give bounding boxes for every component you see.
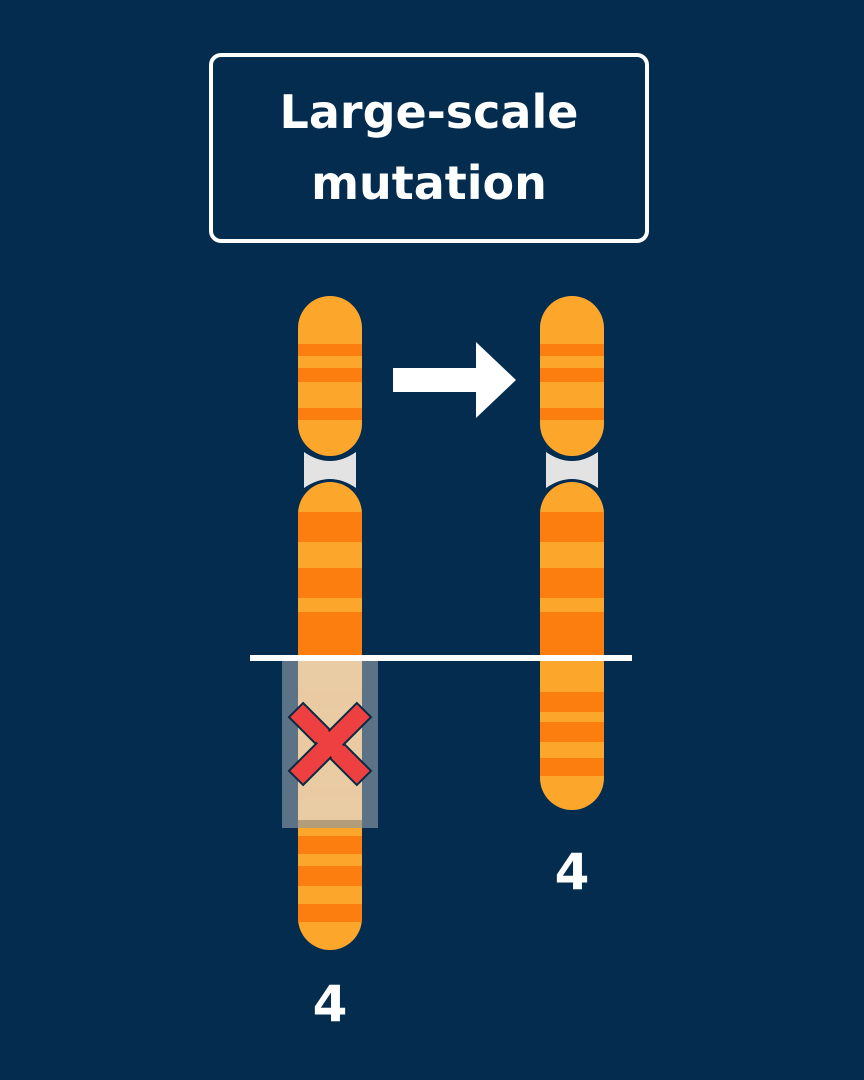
band [298,344,362,356]
band [298,408,362,420]
title-line-2: mutation [311,156,547,210]
band [540,368,604,382]
band [540,758,604,776]
band [298,368,362,382]
band [298,904,362,922]
band [298,612,362,658]
chromosome-mutated-label: 4 [554,843,590,901]
band [298,568,362,598]
chromosome-original-label: 4 [312,975,348,1033]
band [540,408,604,420]
band [298,836,362,854]
band [540,722,604,742]
right-arrow-icon [393,342,516,418]
band [540,612,604,658]
chromosome-original [282,296,378,950]
cut-line [250,655,632,661]
title-line-1: Large-scale [279,84,579,139]
chromosome-mutated [540,296,604,810]
centromere [546,452,598,488]
title-box: Large-scale mutation [209,53,649,243]
band [298,866,362,886]
band [540,692,604,712]
cross-icon [287,701,373,787]
band [540,344,604,356]
band [540,512,604,542]
band [540,568,604,598]
band [298,512,362,542]
centromere [304,452,356,488]
